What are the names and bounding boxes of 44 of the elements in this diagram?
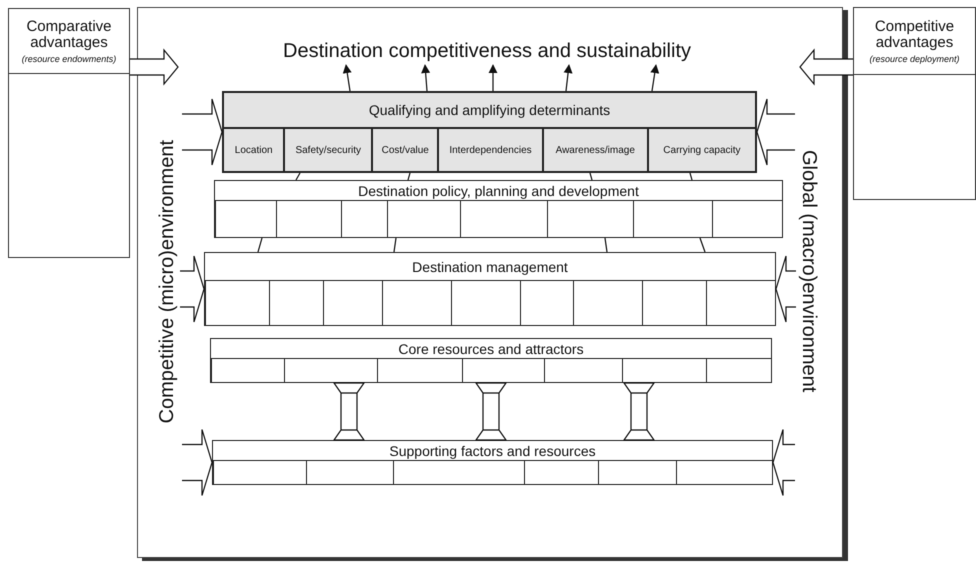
arrow — [421, 64, 430, 92]
block-arrow — [181, 428, 213, 496]
main-heading: Destination competitiveness and sustainability — [220, 38, 754, 64]
arrow — [650, 64, 660, 92]
arrow — [564, 64, 573, 92]
panel-subtitle: (resource deployment) — [869, 54, 960, 64]
factor-band — [214, 180, 783, 238]
band-heading: Destination management — [412, 258, 568, 274]
arrow — [342, 64, 352, 92]
connector-line — [589, 172, 593, 180]
block-arrow — [775, 255, 797, 323]
band-heading: Qualifying and amplifying determinants — [368, 102, 610, 118]
block-arrow — [799, 48, 854, 86]
block-arrow — [129, 48, 179, 86]
factor-band — [210, 338, 772, 383]
panel-heading: Competitive advantages — [874, 18, 956, 50]
connector-line — [393, 238, 397, 252]
block-arrow — [179, 255, 205, 323]
panel-subtitle: (resource endowments) — [22, 54, 116, 64]
band-heading: Destination policy, planning and development — [358, 182, 639, 198]
block-arrow — [772, 428, 796, 496]
arrow — [488, 64, 498, 91]
connector-line — [699, 238, 706, 252]
factor-band — [212, 440, 773, 485]
side-label: Competitive (micro)environment — [156, 140, 179, 424]
connector-line — [407, 172, 411, 180]
band-heading: Supporting factors and resources — [389, 442, 596, 458]
factor-band — [222, 91, 757, 173]
hourglass-connector — [622, 382, 656, 441]
connector-line — [604, 238, 608, 252]
band-heading: Core resources and attractors — [398, 340, 584, 356]
connector-line — [257, 238, 263, 252]
factor-band — [204, 252, 776, 326]
advantage-panel — [8, 8, 130, 258]
factor-cell: Cost/value — [371, 129, 438, 171]
connector-line — [295, 172, 301, 180]
block-arrow — [756, 98, 796, 166]
panel-heading: Comparative advantages — [25, 18, 113, 50]
advantage-panel — [853, 7, 976, 200]
hourglass-connector — [474, 382, 508, 441]
connector-line — [689, 172, 693, 180]
side-label: Global (macro)environment — [797, 150, 820, 392]
hourglass-connector — [332, 382, 366, 441]
block-arrow — [181, 98, 223, 166]
